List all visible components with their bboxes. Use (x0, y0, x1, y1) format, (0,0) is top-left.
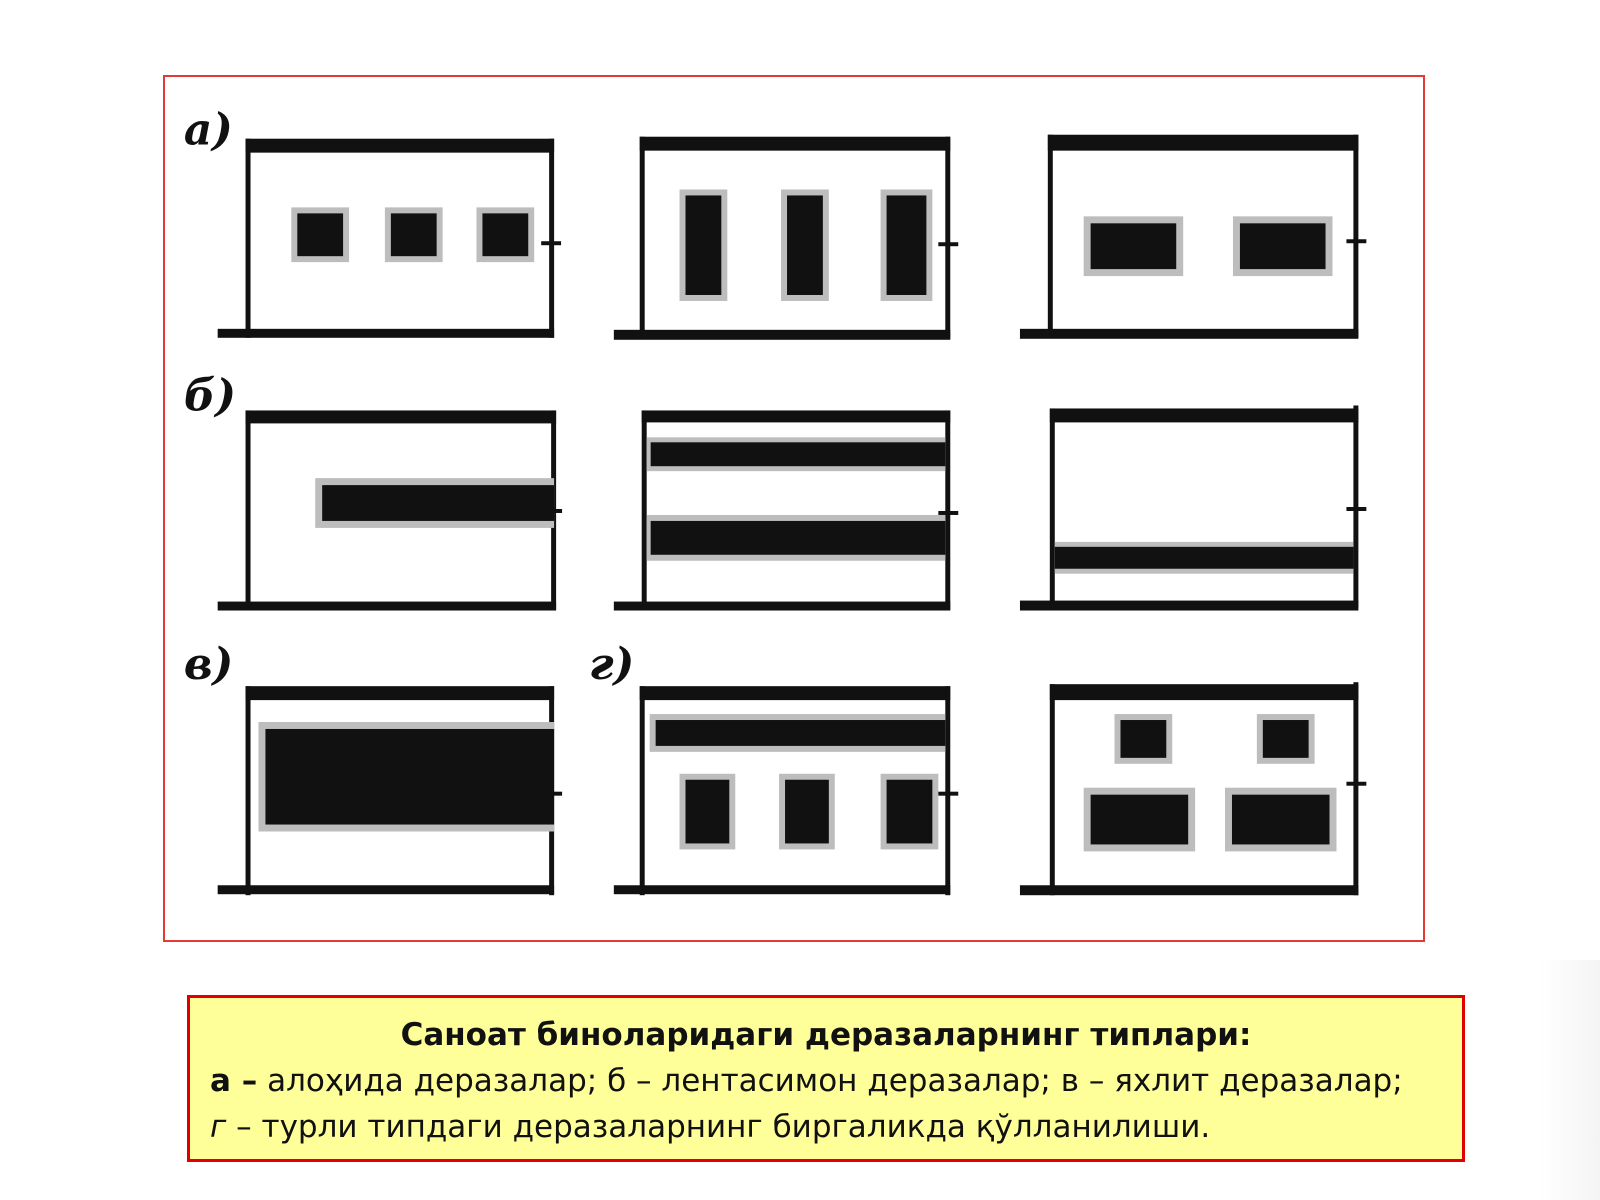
caption-text-g: – турли типдаги деразаларнинг биргаликда… (226, 1109, 1211, 1145)
caption-title: Саноат биноларидаги деразаларнинг типлар… (400, 1017, 1252, 1053)
wall-b2 (613, 410, 959, 611)
small-upper-window (1114, 714, 1173, 764)
wall-g2 (1019, 682, 1367, 896)
square-window (384, 207, 443, 263)
square-window (679, 773, 736, 850)
tall-window (679, 189, 728, 301)
caption-text-v: – яхлит деразалар; (1079, 1063, 1403, 1099)
square-window (779, 773, 835, 850)
caption-line-1: а – алоҳида деразалар; б – лентасимон де… (210, 1058, 1442, 1104)
caption-key-a: а – (210, 1063, 258, 1099)
solid-glazing-window (258, 722, 555, 832)
square-window (476, 207, 535, 263)
window-types-diagram: а) б) в) г) (184, 105, 1367, 896)
square-window (880, 773, 939, 850)
caption-box: Саноат биноларидаги деразаларнинг типлар… (187, 995, 1465, 1162)
tall-window (781, 189, 829, 301)
caption-key-g: г (210, 1109, 227, 1145)
square-window (291, 207, 350, 263)
ribbon-window-upper (646, 437, 946, 472)
small-upper-window (1256, 714, 1315, 764)
caption-key-v: в (1060, 1063, 1080, 1099)
panel-label-b: б) (184, 370, 236, 421)
caption-line-2: г – турли типдаги деразаларнинг биргалик… (210, 1104, 1442, 1150)
wall-a3 (1019, 134, 1367, 339)
caption-key-b: б (607, 1063, 627, 1099)
ribbon-window-low (1054, 541, 1354, 574)
wall-g1 (613, 686, 959, 896)
figure-frame: а) б) в) г) (163, 75, 1425, 942)
wide-lower-window (1225, 787, 1337, 852)
wide-window (1083, 216, 1184, 277)
ribbon-window-top (649, 714, 946, 752)
decorative-edge (1540, 960, 1600, 1200)
caption-text-b: – лентасимон деразалар; (626, 1063, 1061, 1099)
panel-label-v: в) (184, 639, 233, 690)
panel-label-g: г) (589, 639, 634, 690)
wall-v (217, 686, 563, 896)
wall-b3 (1019, 405, 1367, 611)
ribbon-window-lower (646, 514, 946, 561)
wide-lower-window (1083, 787, 1196, 852)
caption-text-a: алоҳида деразалар; (257, 1063, 608, 1099)
panel-label-a: а) (184, 105, 233, 156)
ribbon-window (315, 478, 555, 528)
wide-window (1232, 216, 1333, 277)
wall-b1 (217, 410, 563, 611)
wall-a2 (613, 136, 959, 340)
tall-window (880, 189, 933, 301)
wall-a1 (217, 138, 562, 338)
